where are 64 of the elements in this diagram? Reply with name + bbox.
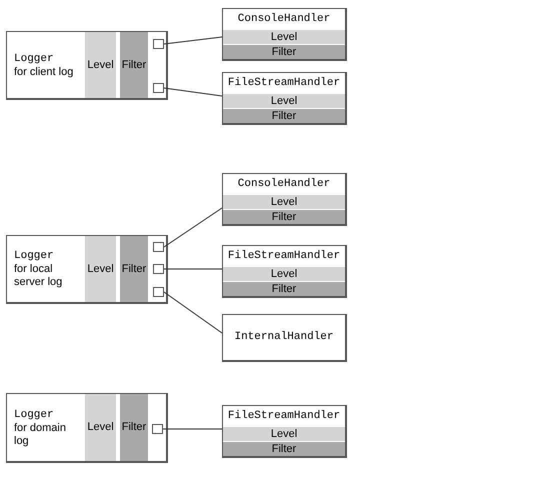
level-band <box>85 32 116 98</box>
port-square <box>152 424 163 434</box>
level-label: Level <box>87 421 114 434</box>
logger-name: Logger <box>14 408 54 422</box>
level-label: Level <box>87 262 114 276</box>
handler-name: FileStreamHandler <box>228 250 340 263</box>
handler-name: ConsoleHandler <box>238 13 330 26</box>
filter-label: Filter <box>122 58 146 72</box>
logger-box <box>6 235 168 304</box>
level-band <box>223 94 345 108</box>
filter-band <box>120 236 148 302</box>
level-label: Level <box>270 196 298 208</box>
logger-caption: for local server log <box>14 263 64 289</box>
filter-band <box>120 394 148 461</box>
filter-label: Filter <box>122 421 146 434</box>
filter-label: Filter <box>272 46 296 58</box>
logger-box <box>6 393 168 463</box>
connector-line <box>164 208 222 248</box>
filter-label: Filter <box>272 282 296 296</box>
level-label: Level <box>87 58 114 72</box>
filter-label: Filter <box>272 110 296 122</box>
level-label: Level <box>270 428 298 440</box>
handler-box <box>222 405 347 458</box>
logger-box <box>6 31 168 100</box>
level-label: Level <box>270 30 298 44</box>
handler-box <box>222 8 347 61</box>
logger-name: Logger <box>14 52 54 66</box>
level-label: Level <box>270 268 298 280</box>
connector-line <box>164 268 222 270</box>
level-band <box>223 30 345 44</box>
port-square <box>153 39 164 49</box>
filter-band <box>223 45 345 59</box>
filter-band <box>223 109 345 123</box>
level-band <box>85 236 116 302</box>
port-square <box>153 242 164 252</box>
handler-box <box>222 314 347 362</box>
filter-label: Filter <box>272 442 296 456</box>
logger-name: Logger <box>14 249 54 263</box>
filter-band <box>223 442 345 456</box>
level-label: Level <box>270 94 298 108</box>
level-band <box>223 427 345 441</box>
filter-label: Filter <box>272 210 296 224</box>
connector-line <box>162 428 222 430</box>
logger-caption: for domain log <box>14 422 67 448</box>
filter-band <box>120 32 148 98</box>
connector-line <box>164 36 222 44</box>
filter-band <box>223 210 345 224</box>
port-square <box>153 83 164 93</box>
handler-box <box>222 72 347 125</box>
filter-band <box>223 282 345 296</box>
handler-name: InternalHandler <box>234 331 334 344</box>
handler-name: FileStreamHandler <box>228 77 340 90</box>
level-band <box>85 394 116 461</box>
port-square <box>153 287 164 297</box>
level-band <box>223 267 345 281</box>
logger-caption: for client log <box>14 66 74 78</box>
handler-box <box>222 245 347 298</box>
filter-label: Filter <box>122 262 146 276</box>
port-square <box>153 264 164 274</box>
handler-name: ConsoleHandler <box>238 178 330 191</box>
level-band <box>223 195 345 209</box>
handler-box <box>222 173 347 226</box>
handler-name: FileStreamHandler <box>228 410 340 423</box>
connector-line <box>164 88 222 96</box>
